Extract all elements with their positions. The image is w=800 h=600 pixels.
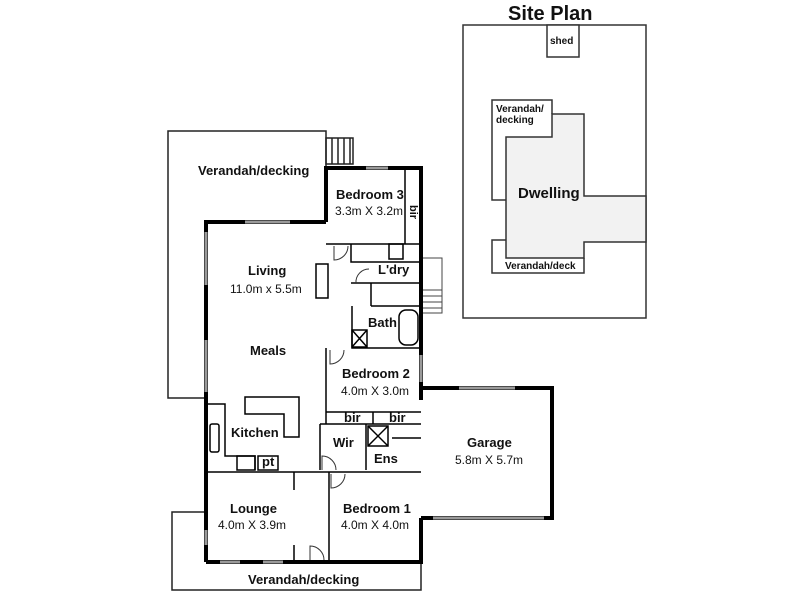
bedroom2-label: Bedroom 2	[342, 366, 410, 381]
garage-label: Garage	[467, 435, 512, 450]
wir-label: Wir	[333, 435, 354, 450]
site-verandah-outline	[491, 99, 553, 201]
site-verandah-deck-label: Verandah/deck	[505, 261, 576, 272]
site-plan-title: Site Plan	[508, 3, 593, 25]
kitchen-label: Kitchen	[231, 425, 279, 440]
verandah-top	[167, 130, 354, 399]
bedroom2-size: 4.0m X 3.0m	[341, 384, 410, 398]
garage-size: 5.8m X 5.7m	[455, 453, 524, 467]
living-label: Living	[248, 263, 287, 278]
verandah-bottom-label: Verandah/decking	[248, 572, 360, 587]
verandah-top-label: Verandah/decking	[198, 163, 310, 178]
bath-label: Bath	[368, 315, 397, 330]
bedroom3-label: Bedroom 3	[336, 187, 404, 202]
bir-right-label: bir	[389, 410, 406, 425]
verandah-bottom	[171, 511, 422, 591]
site-verandah-deck-outline	[491, 239, 585, 274]
pantry-label: pt	[262, 454, 275, 469]
ens-label: Ens	[374, 451, 398, 466]
living-size: 11.0m x 5.5m	[230, 282, 302, 296]
laundry-steps	[421, 257, 443, 314]
laundry-label: L'dry	[378, 262, 410, 277]
interior-walls	[206, 168, 421, 562]
dwelling-outline	[505, 113, 647, 259]
site-plan	[462, 24, 647, 319]
bedroom1-label: Bedroom 1	[343, 501, 411, 516]
meals-label: Meals	[250, 343, 287, 358]
site-shed-label: shed	[550, 36, 574, 47]
bir-left-label: bir	[344, 410, 361, 425]
bedroom1-size: 4.0m X 4.0m	[341, 518, 410, 532]
windows	[204, 166, 544, 564]
shed-outline	[546, 24, 580, 58]
site-verandah-label: Verandah/ decking	[496, 104, 544, 126]
lounge-size: 4.0m X 3.9m	[218, 518, 287, 532]
bedroom3-size: 3.3m X 3.2m	[335, 204, 404, 218]
bir-bedroom3-label: bir	[407, 205, 420, 220]
site-dwelling-label: Dwelling	[518, 185, 580, 202]
lounge-label: Lounge	[230, 501, 277, 516]
door-swings	[309, 245, 370, 561]
